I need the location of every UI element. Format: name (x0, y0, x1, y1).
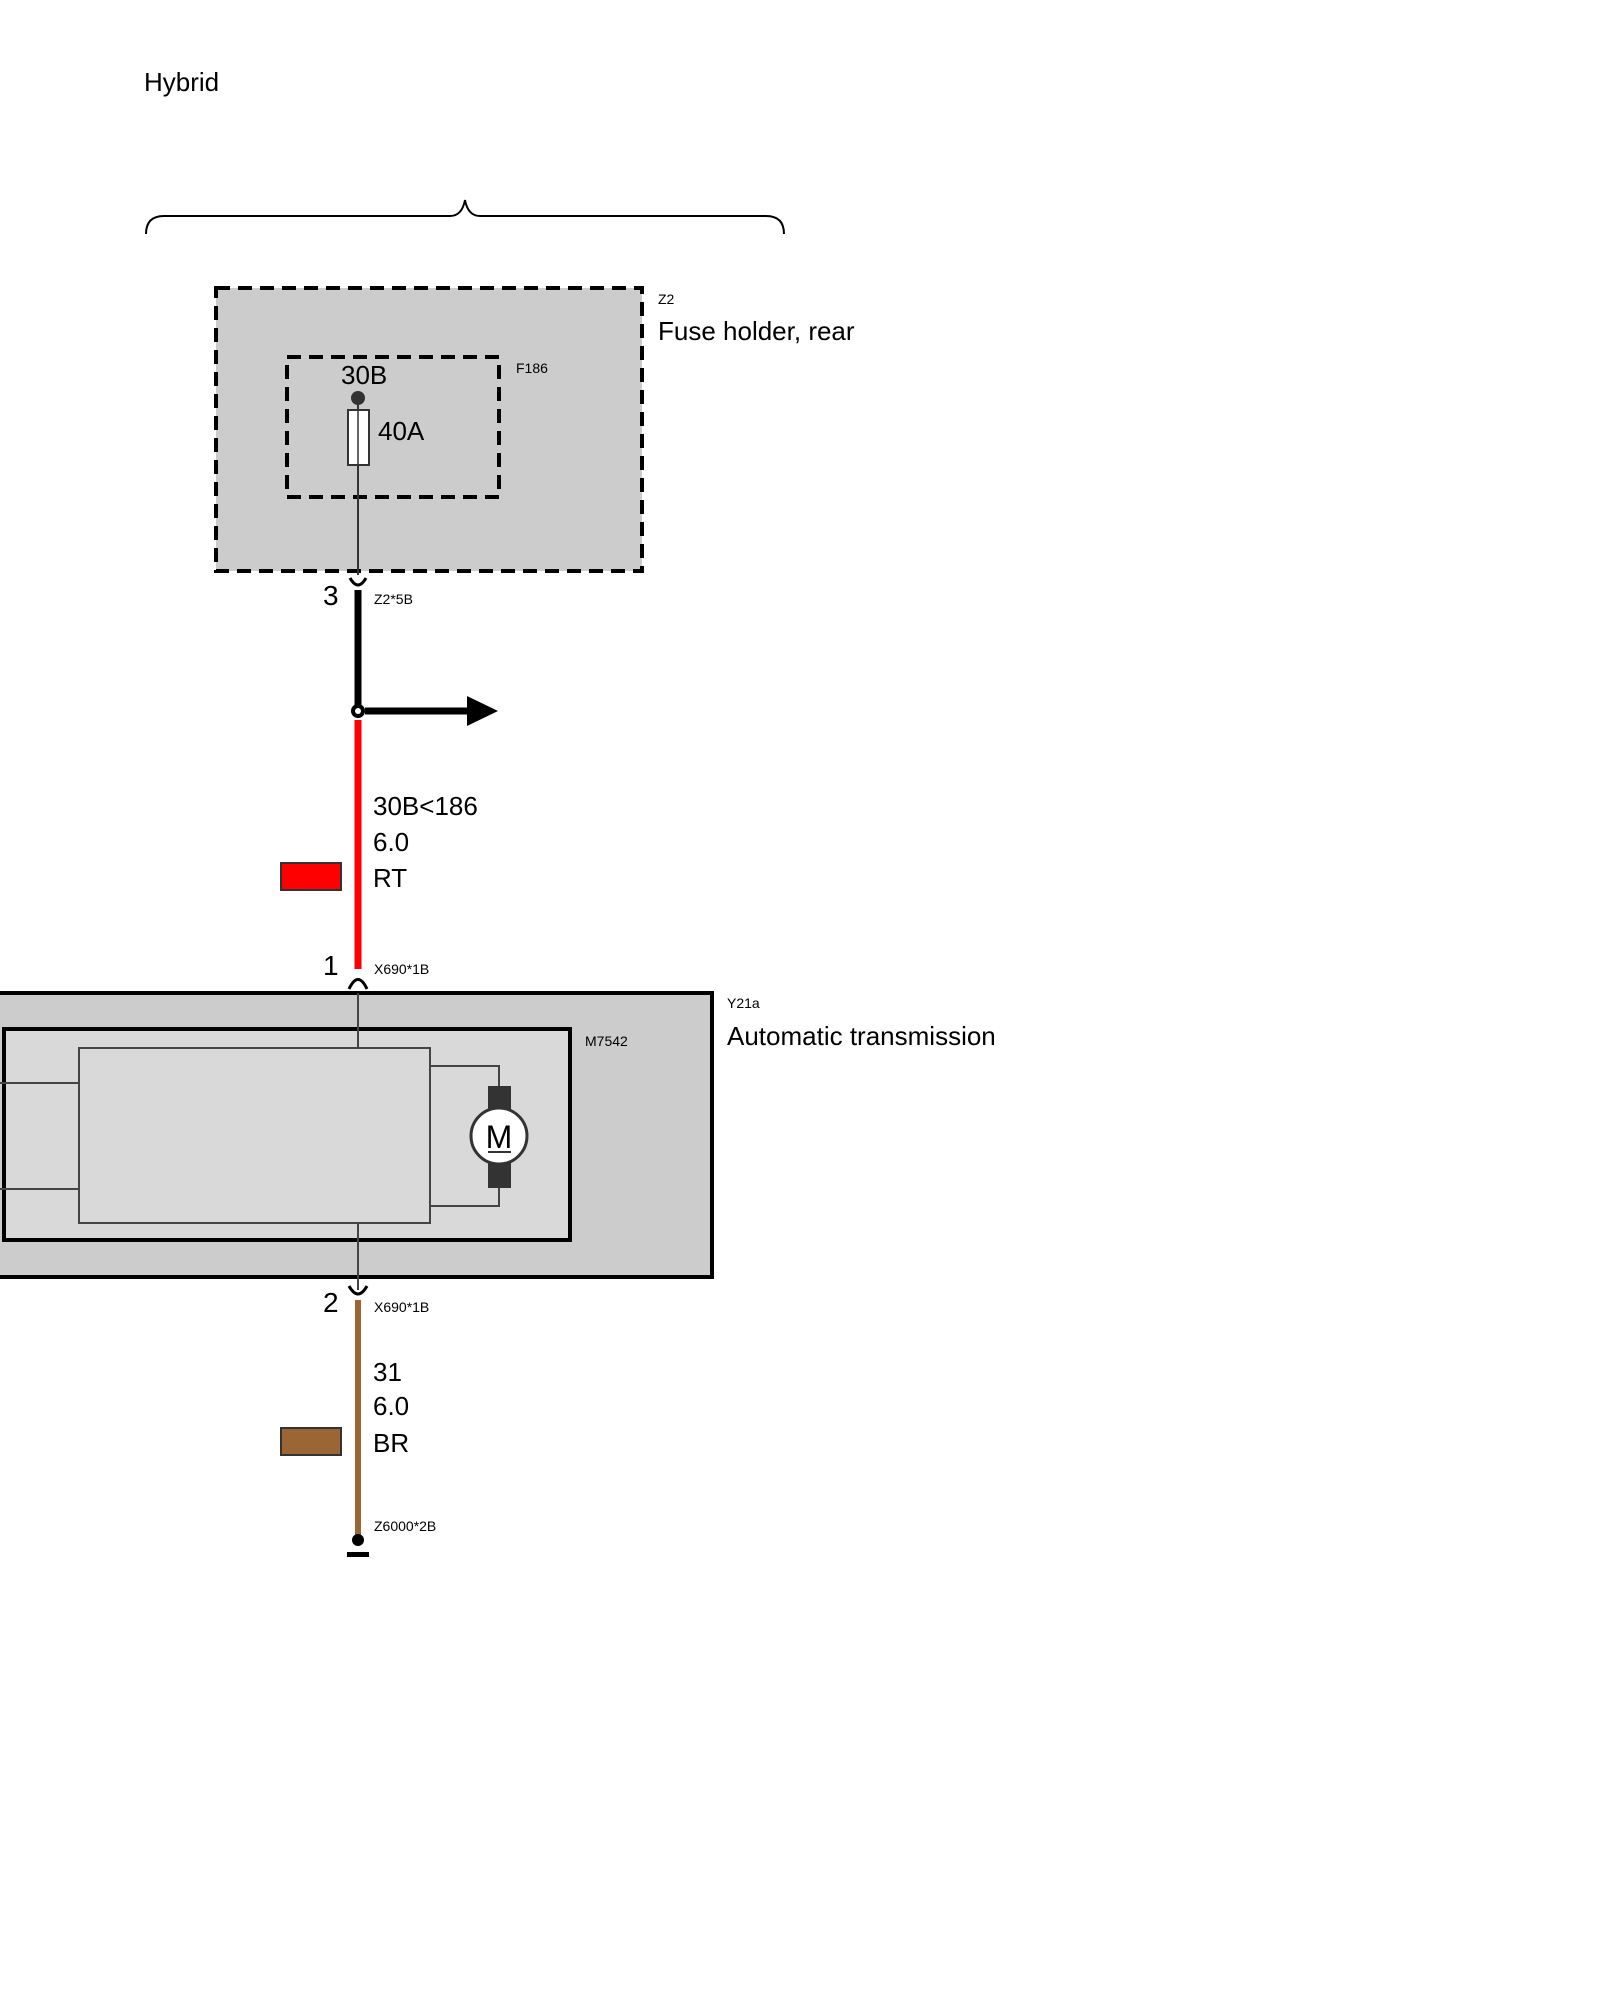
control-block (78, 1047, 431, 1224)
connector-out-symbol (347, 1285, 369, 1296)
fuse-rating: 40A (378, 416, 425, 446)
wire-brown-color-code: BR (373, 1428, 409, 1458)
connector-z2-code: Z2*5B (374, 591, 413, 607)
ground-point (352, 1534, 364, 1546)
motor-lead-bottom (430, 1180, 500, 1207)
fuse-terminal: 30B (341, 360, 387, 390)
splice-point-center (355, 708, 361, 714)
motor-symbol-letter: M (486, 1119, 513, 1155)
motor-icon: M (469, 1086, 529, 1188)
connector-in-pin: 1 (323, 950, 339, 981)
connector-out-code: X690*1B (374, 1299, 429, 1315)
wire-brown-color-swatch (280, 1427, 342, 1456)
wire-brown-signal: 31 (373, 1357, 402, 1387)
ground-code: Z6000*2B (374, 1518, 436, 1534)
fuse-code: F186 (516, 360, 548, 376)
transmission-label: Automatic transmission (727, 1021, 996, 1051)
wire-red-color-code: RT (373, 863, 407, 893)
motor-lead-top (430, 1065, 500, 1090)
ground-icon (347, 1552, 369, 1557)
connector-z2-pin: 3 (323, 580, 339, 611)
arrow-right-icon (467, 696, 498, 726)
wire-red-cross-section: 6.0 (373, 827, 409, 857)
wire-red-color-swatch (280, 862, 342, 891)
page-title: Hybrid (144, 67, 219, 97)
wire-red-signal: 30B<186 (373, 791, 478, 821)
transmission-code: Y21a (727, 995, 760, 1011)
connector-z2-symbol (348, 577, 368, 587)
group-brace (145, 199, 785, 235)
module-code: M7542 (585, 1033, 628, 1049)
wire-brown-cross-section: 6.0 (373, 1391, 409, 1421)
fuse-holder-label: Fuse holder, rear (658, 316, 855, 346)
connector-in-symbol (347, 978, 369, 990)
connector-out-pin: 2 (323, 1287, 339, 1318)
fuse-holder-code: Z2 (658, 291, 675, 307)
connector-in-code: X690*1B (374, 961, 429, 977)
fuse-holder-box (214, 286, 644, 573)
